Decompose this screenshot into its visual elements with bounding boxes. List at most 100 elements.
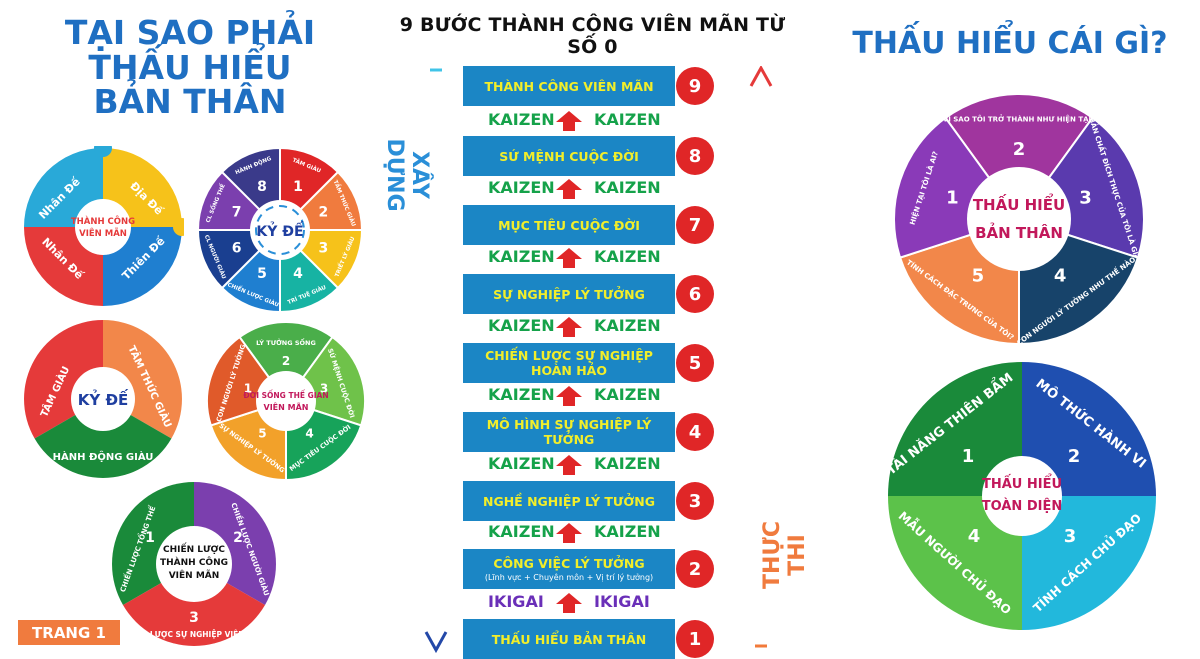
step-number: 2: [676, 550, 714, 588]
puzzle-success: Nhân Đế Địa Đế Nhân Đế Thiên Đế THÀNH CÔ…: [24, 146, 184, 306]
page-label: TRANG 1: [18, 620, 120, 645]
up-arrow-icon: [556, 179, 582, 199]
strategy-piece: CHIẾN LƯỢC SỰ NGHIỆP VIÊN MÃN: [121, 629, 266, 639]
step-box: THẤU HIỂU BẢN THÂN: [463, 619, 675, 659]
rw2-number: 3: [1064, 526, 1077, 547]
rw1-piece: VÌ SAO TÔI TRỞ THÀNH NHƯ HIỆN TẠI?: [943, 113, 1095, 123]
step-label: SỨ MỆNH CUỘC ĐỜI: [499, 148, 639, 164]
ring5-number: 3: [320, 382, 328, 396]
step-box: MÔ HÌNH SỰ NGHIỆP LÝ TƯỞNG: [463, 412, 675, 452]
ring-segment: [944, 93, 1094, 221]
step-number: 4: [676, 413, 714, 451]
wheel8-number: 7: [232, 205, 242, 221]
connector-left: KAIZEN: [488, 247, 555, 266]
rw2-center: THẤU HIỂU: [982, 474, 1062, 492]
execute-label: THỰC THI: [760, 521, 810, 589]
step-box: SỨ MỆNH CUỘC ĐỜI: [463, 136, 675, 176]
right-title: THẤU HIỂU CÁI GÌ?: [852, 26, 1168, 61]
left-title-line: TẠI SAO PHẢI: [64, 13, 316, 52]
step-label: SỰ NGHIỆP LÝ TƯỞNG: [493, 286, 645, 302]
ring5-number: 1: [244, 382, 252, 396]
step-number: 7: [676, 206, 714, 244]
step-sublabel: (Lĩnh vực + Chuyên môn + Vị trí lý tưởng…: [484, 573, 654, 582]
step-box: CHIẾN LƯỢC SỰ NGHIỆP HOÀN HẢO: [463, 343, 675, 383]
step-label: THÀNH CÔNG VIÊN MÃN: [484, 78, 654, 94]
ring-strategy: CHIẾN LƯỢC THÀNH CÔNG VIÊN MÃN CHIẾN LƯỢ…: [112, 482, 276, 646]
connector-right: KAIZEN: [594, 110, 661, 129]
ring5-number: 5: [258, 426, 266, 440]
step-number: 9: [676, 67, 714, 105]
wheel8-number: 1: [293, 179, 303, 195]
connector-right: KAIZEN: [594, 385, 661, 404]
step-number: 5: [676, 344, 714, 382]
rw1-number: 5: [972, 266, 985, 287]
ring-ky-de-3: KỶ ĐẾ TÂM GIÀU TÂM THỨC GIÀU HÀNH ĐỘNG G…: [24, 320, 182, 478]
strategy-number: 3: [189, 610, 199, 626]
strategy-center: CHIẾN LƯỢC: [163, 542, 225, 555]
rw1-number: 2: [1013, 139, 1026, 160]
up-arrow-icon: [556, 523, 582, 543]
ring5-center: VIÊN MÃN: [264, 401, 309, 412]
rw1-number: 3: [1079, 187, 1092, 208]
rw1-number: 1: [946, 187, 959, 208]
connector-left: KAIZEN: [488, 178, 555, 197]
strategy-center: THÀNH CÔNG: [160, 556, 228, 568]
up-arrow-icon: [556, 593, 582, 613]
wheel8-number: 6: [232, 241, 242, 257]
step-box: THÀNH CÔNG VIÊN MÃN: [463, 66, 675, 106]
build-label: XÂY DỰNG: [382, 138, 432, 212]
wheel8-number: 2: [319, 205, 329, 221]
ring5-piece: LÝ TƯỞNG SỐNG: [256, 337, 316, 347]
strategy-number: 2: [233, 530, 243, 546]
connector-right: KAIZEN: [594, 247, 661, 266]
step-box: SỰ NGHIỆP LÝ TƯỞNG: [463, 274, 675, 314]
ring-segment: [238, 321, 334, 403]
left-title-line: BẢN THÂN: [93, 82, 287, 122]
rw2-number: 4: [968, 526, 981, 547]
puzzle1-center: VIÊN MÃN: [79, 227, 127, 239]
connector-right: KAIZEN: [594, 178, 661, 197]
strategy-number: 1: [145, 530, 155, 546]
rw2-number: 2: [1068, 446, 1081, 467]
left-title-line: THẤU HIỂU: [88, 47, 292, 87]
strategy-center: VIÊN MÃN: [169, 569, 220, 581]
connector-right: KAIZEN: [594, 454, 661, 473]
left-title: TẠI SAO PHẢI THẤU HIỂU BẢN THÂN: [40, 13, 340, 122]
step-number: 3: [676, 482, 714, 520]
execute-arrow: [749, 66, 773, 648]
connector-right: IKIGAI: [594, 592, 650, 611]
rw1-center: BẢN THÂN: [975, 221, 1063, 242]
ring5-number: 4: [305, 426, 313, 440]
step-label: MỤC TIÊU CUỘC ĐỜI: [498, 217, 640, 233]
step-number: 1: [676, 620, 714, 658]
wheel8-number: 3: [319, 241, 329, 257]
wheel8-number: 5: [257, 266, 267, 282]
step-box: NGHỀ NGHIỆP LÝ TƯỞNG: [463, 481, 675, 521]
connector-left: KAIZEN: [488, 522, 555, 541]
step-number: 6: [676, 275, 714, 313]
rw2-number: 1: [962, 446, 975, 467]
ring5-center: ĐỜI SỐNG THẾ GIAN: [243, 390, 328, 400]
up-arrow-icon: [556, 248, 582, 268]
wheel-thau-hieu-toan-dien: THẤU HIỂU TOÀN DIỆN TÀI NĂNG THIÊN BẨM 1…: [886, 362, 1156, 630]
step-label: THẤU HIỂU BẢN THÂN: [491, 631, 647, 647]
ring3-center: KỶ ĐẾ: [78, 388, 129, 409]
connector-right: KAIZEN: [594, 316, 661, 335]
step-label: NGHỀ NGHIỆP LÝ TƯỞNG: [483, 493, 655, 509]
connector-left: KAIZEN: [488, 110, 555, 129]
up-arrow-icon: [556, 455, 582, 475]
ring5-number: 2: [282, 354, 290, 368]
step-box: CÔNG VIỆC LÝ TƯỞNG(Lĩnh vực + Chuyên môn…: [463, 549, 675, 589]
up-arrow-icon: [556, 111, 582, 131]
connector-left: IKIGAI: [488, 592, 544, 611]
rw1-center: THẤU HIỂU: [973, 192, 1065, 214]
up-arrow-icon: [556, 317, 582, 337]
center-title: 9 BƯỚC THÀNH CÔNG VIÊN MÃN TỪ SỐ 0: [399, 14, 786, 58]
connector-left: KAIZEN: [488, 454, 555, 473]
puzzle1-center: THÀNH CÔNG: [71, 215, 135, 227]
wheel8-center: KỶ ĐẾ: [256, 221, 304, 240]
wheel8-number: 4: [293, 266, 303, 282]
